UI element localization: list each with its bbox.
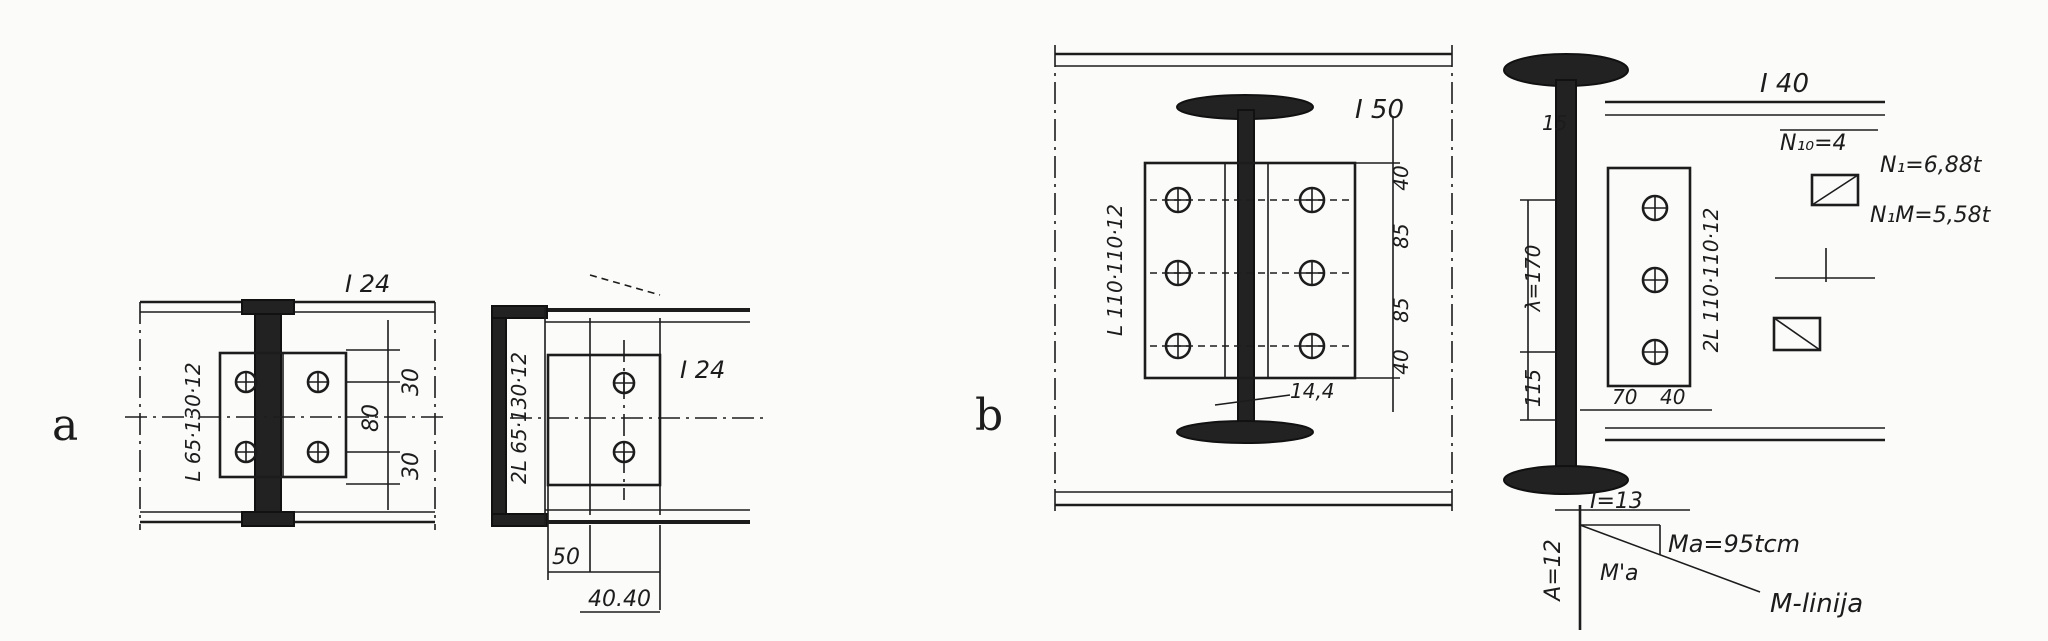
force-n10: N₁₀=4 [1780, 131, 1847, 156]
panel-b-right-view: λ=170 115 70 40 15 I=13 A=12 M'a Ma=95tc… [1503, 53, 1992, 630]
dim-40: 40 [1660, 385, 1685, 409]
bolt-group [234, 370, 330, 464]
angle-cleat-a-right [546, 353, 662, 487]
panel-b-left-view: 40 85 85 40 14,4 I 50 L 110·110·12 [1054, 45, 1453, 512]
dim-a-mid: 80 [359, 404, 384, 432]
panel-b-label: b [975, 390, 1003, 441]
dim-a-bottom: 30 [399, 452, 424, 480]
vertical-a12: A=12 [1541, 539, 1566, 602]
bottom-i13: I=13 [1590, 489, 1643, 514]
dim-40-40: 40.40 [588, 587, 651, 612]
ma-prime: M'a [1600, 561, 1639, 586]
force-box-1 [1810, 173, 1860, 207]
dim-70: 70 [1612, 385, 1637, 409]
main-column-web [1555, 79, 1577, 471]
profile-i50: I 50 [1355, 95, 1404, 125]
panel-a-right-view: 50 40.40 I 24 2L 65·130·12 [491, 274, 765, 613]
column-flange-bottom [1176, 420, 1314, 444]
column-web [254, 299, 282, 527]
dim-b-40-top: 40 [1389, 165, 1413, 190]
angle-cleat-b-right [1606, 166, 1692, 388]
dim-50: 50 [552, 545, 580, 570]
panel-a-label: a [52, 400, 78, 451]
panel-a-left-view: 30 80 30 I 24 L 65·130·12 [125, 270, 445, 530]
force-n1: N₁=6,88t [1880, 153, 1983, 178]
dim-115: 115 [1521, 369, 1545, 407]
angle-label-b-right: 2L 110·110·12 [1699, 208, 1723, 353]
angle-label-a-right: 2L 65·130·12 [507, 352, 531, 484]
main-beam-web [491, 305, 507, 527]
dim-top-15: 15 [1542, 111, 1567, 135]
dim-lambda-170: λ=170 [1521, 245, 1545, 313]
dim-b-85-a: 85 [1389, 223, 1413, 248]
dim-b-85-b: 85 [1389, 297, 1413, 322]
dim-a-top: 30 [399, 368, 424, 396]
m-line-label: M-linija [1770, 589, 1863, 619]
main-column-flange-bottom [1503, 465, 1629, 495]
web-thickness: 14,4 [1290, 379, 1335, 403]
force-box-2 [1772, 316, 1822, 352]
angle-label-a-left: L 65·130·12 [181, 362, 205, 481]
angle-label-b-left: L 110·110·12 [1103, 204, 1127, 336]
ma-moment: Ma=95tcm [1668, 530, 1800, 558]
dim-b-40-bottom: 40 [1389, 349, 1413, 374]
profile-i24-left: I 24 [345, 270, 390, 298]
force-n1m: N₁M=5,58t [1870, 203, 1992, 228]
angle-cleat-b-left [1143, 161, 1357, 380]
profile-i40: I 40 [1760, 69, 1809, 99]
profile-i24-right: I 24 [680, 356, 725, 384]
